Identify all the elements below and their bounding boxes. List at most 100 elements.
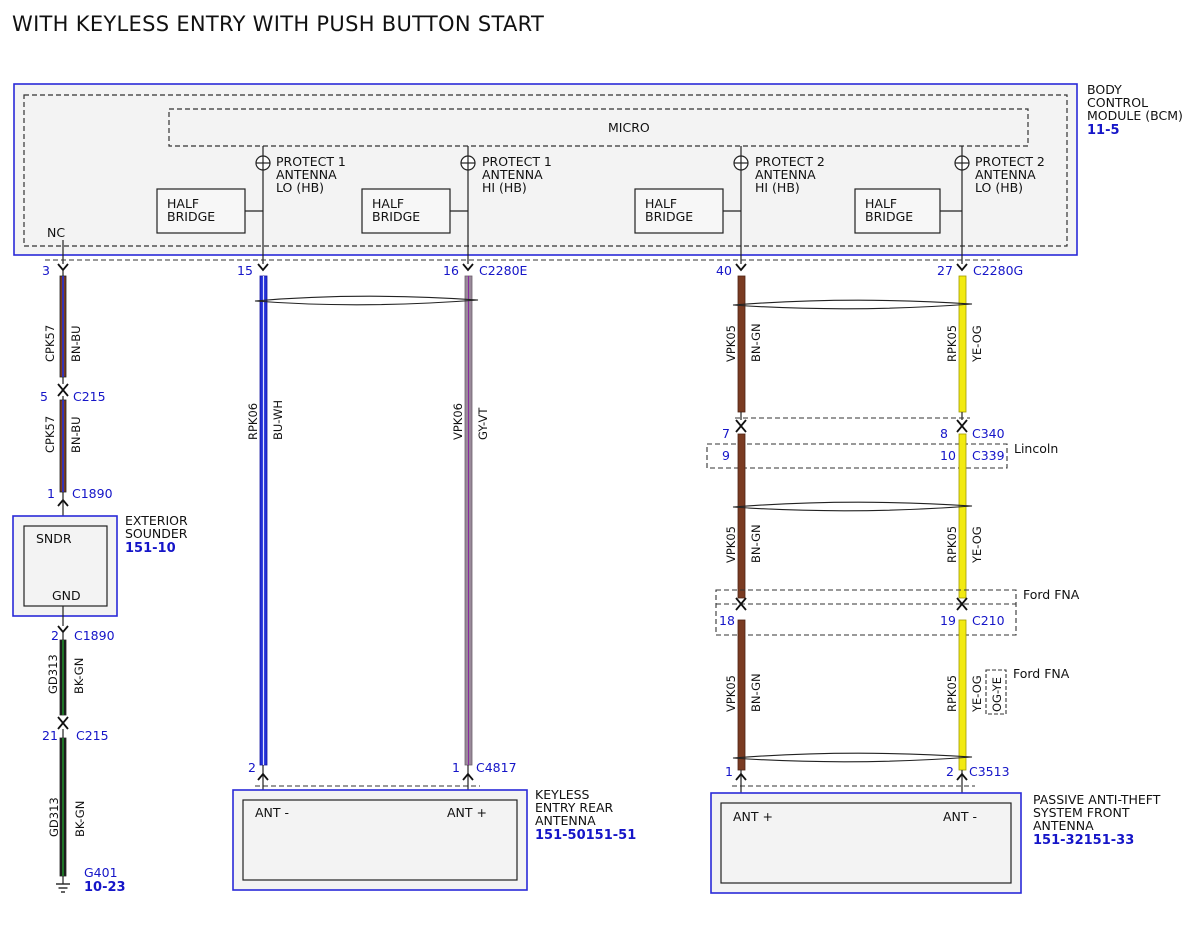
wire-cpk57-upper: CPK57 BN-BU xyxy=(43,270,83,384)
svg-text:GD313: GD313 xyxy=(46,654,60,694)
svg-text:ANTENNA: ANTENNA xyxy=(276,167,337,182)
svg-text:VPK06: VPK06 xyxy=(451,403,465,440)
connector-c215-a[interactable]: C215 xyxy=(73,389,106,404)
passive-anti-theft-front-antenna: ANT + ANT - PASSIVE ANTI-THEFT SYSTEM FR… xyxy=(710,792,1161,894)
svg-text:PASSIVE ANTI-THEFT: PASSIVE ANTI-THEFT xyxy=(1033,792,1161,807)
svg-text:BN-GN: BN-GN xyxy=(749,673,763,712)
svg-text:EXTERIOR: EXTERIOR xyxy=(125,513,188,528)
svg-text:ENTRY REAR: ENTRY REAR xyxy=(535,800,614,815)
wire-vpk05-lower: VPK05 BN-GN xyxy=(724,619,763,771)
protect-2-hi: PROTECT 2 ANTENNA HI (HB) xyxy=(733,146,825,195)
connector-c1890-a[interactable]: C1890 xyxy=(72,486,113,501)
pin-40: 40 xyxy=(716,263,732,278)
note-ford-fna-2: Ford FNA xyxy=(1013,666,1070,681)
svg-text:BN-GN: BN-GN xyxy=(749,323,763,362)
connector-c2280e[interactable]: C2280E xyxy=(479,263,528,278)
svg-text:ANTENNA: ANTENNA xyxy=(975,167,1036,182)
pin-21: 21 xyxy=(42,728,58,743)
svg-text:BN-BU: BN-BU xyxy=(69,416,83,453)
svg-text:PROTECT 1: PROTECT 1 xyxy=(482,154,552,169)
og-ye-box xyxy=(985,669,1007,715)
connector-c210[interactable]: C210 xyxy=(972,613,1005,628)
pin-27: 27 xyxy=(937,263,953,278)
half-bridge-3: HALF BRIDGE xyxy=(634,188,741,234)
half-bridge-1: HALF BRIDGE xyxy=(156,188,263,234)
front-antenna-ref-link[interactable]: 151-32151-33 xyxy=(1033,833,1134,848)
pin-2-rear: 2 xyxy=(248,760,256,775)
connector-c4817[interactable]: C4817 xyxy=(476,760,517,775)
svg-text:VPK05: VPK05 xyxy=(724,526,738,563)
svg-text:PROTECT 2: PROTECT 2 xyxy=(755,154,825,169)
svg-text:ANT +: ANT + xyxy=(447,805,487,820)
protect-2-lo: PROTECT 2 ANTENNA LO (HB) xyxy=(954,146,1045,195)
connector-c340[interactable]: C340 xyxy=(972,426,1005,441)
half-bridge-4: HALF BRIDGE xyxy=(854,188,962,234)
wire-rpk05-lower: RPK05 YE-OG xyxy=(945,619,984,771)
connector-c3513[interactable]: C3513 xyxy=(969,764,1010,779)
pin-1-rear: 1 xyxy=(452,760,460,775)
svg-text:HALF: HALF xyxy=(372,196,404,211)
ground-ref-link[interactable]: 10-23 xyxy=(84,880,126,895)
svg-text:GD313: GD313 xyxy=(47,797,61,837)
ford-fna-box xyxy=(715,589,1017,636)
pin-3: 3 xyxy=(42,263,50,278)
protect-1-hi: PROTECT 1 ANTENNA HI (HB) xyxy=(460,146,552,195)
svg-text:HI (HB): HI (HB) xyxy=(755,180,800,195)
connector-c1890-b[interactable]: C1890 xyxy=(74,628,115,643)
bcm-name-3: MODULE (BCM) xyxy=(1087,108,1183,123)
wire-vpk06: VPK06 GY-VT xyxy=(451,275,490,766)
wire-gd313-upper: GD313 BK-GN xyxy=(46,632,86,716)
svg-text:KEYLESS: KEYLESS xyxy=(535,787,590,802)
bcm-ref-link[interactable]: 11-5 xyxy=(1087,123,1120,138)
lincoln-box xyxy=(706,443,1008,469)
svg-text:CPK57: CPK57 xyxy=(43,416,57,453)
wire-cpk57-lower: CPK57 BN-BU xyxy=(43,396,83,493)
pin-15: 15 xyxy=(237,263,253,278)
svg-text:HALF: HALF xyxy=(167,196,199,211)
wire-og-ye: OG-YE xyxy=(990,677,1004,712)
svg-text:SYSTEM FRONT: SYSTEM FRONT xyxy=(1033,805,1130,820)
pin-8: 8 xyxy=(940,426,948,441)
diagram-title: WITH KEYLESS ENTRY WITH PUSH BUTTON STAR… xyxy=(12,12,545,36)
micro-label: MICRO xyxy=(608,120,650,135)
rear-antenna-ref-link[interactable]: 151-50151-51 xyxy=(535,828,636,843)
pin-18: 18 xyxy=(719,613,735,628)
svg-text:BRIDGE: BRIDGE xyxy=(865,209,913,224)
twist-rear xyxy=(254,295,479,306)
svg-text:HALF: HALF xyxy=(865,196,897,211)
wire-rpk05-middle: RPK05 YE-OG xyxy=(945,433,984,599)
svg-text:SNDR: SNDR xyxy=(36,531,72,546)
pin-10: 10 xyxy=(940,448,956,463)
ground-symbol-icon xyxy=(56,876,70,893)
svg-text:BU-WH: BU-WH xyxy=(271,400,285,440)
svg-text:LO (HB): LO (HB) xyxy=(975,180,1023,195)
svg-text:YE-OG: YE-OG xyxy=(970,526,984,564)
svg-text:HI (HB): HI (HB) xyxy=(482,180,527,195)
connector-c2280g[interactable]: C2280G xyxy=(973,263,1023,278)
pin-5: 5 xyxy=(40,389,48,404)
svg-text:RPK05: RPK05 xyxy=(945,526,959,563)
connector-c339[interactable]: C339 xyxy=(972,448,1005,463)
protect-1-lo: PROTECT 1 ANTENNA LO (HB) xyxy=(255,146,346,195)
svg-text:ANT +: ANT + xyxy=(733,809,773,824)
svg-text:VPK05: VPK05 xyxy=(724,675,738,712)
ground-g401[interactable]: G401 xyxy=(84,865,118,880)
keyless-entry-rear-antenna: ANT - ANT + KEYLESS ENTRY REAR ANTENNA 1… xyxy=(232,787,636,891)
svg-text:RPK06: RPK06 xyxy=(246,403,260,440)
svg-text:ANTENNA: ANTENNA xyxy=(755,167,816,182)
svg-text:HALF: HALF xyxy=(645,196,677,211)
wire-rpk05-upper: RPK05 YE-OG xyxy=(945,275,984,413)
svg-text:GY-VT: GY-VT xyxy=(476,407,490,440)
sounder-ref-link[interactable]: 151-10 xyxy=(125,541,176,556)
connector-c215-b[interactable]: C215 xyxy=(76,728,109,743)
nc-label: NC xyxy=(47,225,65,240)
note-ford-fna-1: Ford FNA xyxy=(1023,587,1080,602)
svg-text:ANT -: ANT - xyxy=(943,809,977,824)
svg-text:ANTENNA: ANTENNA xyxy=(1033,818,1094,833)
pin-1-front: 1 xyxy=(725,764,733,779)
wire-vpk05-upper: VPK05 BN-GN xyxy=(724,275,763,413)
svg-text:VPK05: VPK05 xyxy=(724,325,738,362)
svg-text:BK-GN: BK-GN xyxy=(73,801,87,837)
bcm-name-1: BODY xyxy=(1087,82,1122,97)
